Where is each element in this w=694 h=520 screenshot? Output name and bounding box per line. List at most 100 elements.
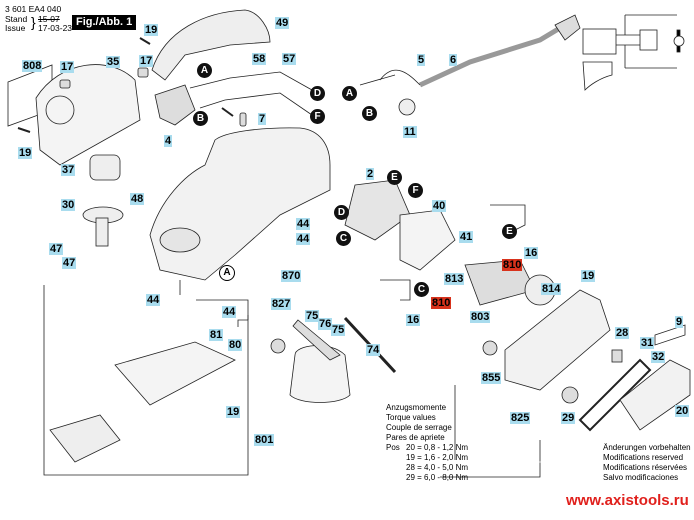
connector-D: D [310, 86, 325, 101]
modifications-notice: Änderungen vorbehalten Modifications res… [603, 443, 691, 483]
torque-row: 29 = 6,0 - 8,0 Nm [406, 473, 469, 482]
part-label-28[interactable]: 28 [615, 327, 630, 339]
part-label-49[interactable]: 49 [275, 17, 290, 29]
part-label-47[interactable]: 47 [62, 257, 77, 269]
part-label-44[interactable]: 44 [146, 294, 161, 306]
part-label-41[interactable]: 41 [459, 231, 474, 243]
part-label-80[interactable]: 80 [228, 339, 243, 351]
part-825-belt-housing [504, 289, 611, 391]
connector-C: C [414, 282, 429, 297]
torque-row: 28 = 4,0 - 5,0 Nm [406, 463, 469, 472]
part-label-16[interactable]: 16 [524, 247, 539, 259]
notice-es: Salvo modificaciones [603, 473, 679, 482]
part-label-16[interactable]: 16 [406, 314, 421, 326]
part-label-813[interactable]: 813 [444, 273, 465, 285]
part-35-housing-cover [35, 64, 141, 166]
part-32-belt-cover [619, 359, 691, 431]
part-40-fan-guide [399, 209, 456, 271]
connector-A: A [197, 63, 212, 78]
part-label-35[interactable]: 35 [106, 56, 121, 68]
part-label-31[interactable]: 31 [640, 337, 655, 349]
notice-de: Änderungen vorbehalten [603, 443, 691, 452]
notice-fr: Modifications réservées [603, 463, 688, 472]
part-label-81[interactable]: 81 [209, 329, 224, 341]
connector-A: A [219, 265, 235, 281]
website-link[interactable]: www.axistools.ru [566, 492, 689, 509]
part-number: 3 601 EA4 040 [5, 4, 62, 14]
part-label-57[interactable]: 57 [282, 53, 297, 65]
part-37-knob [89, 154, 121, 181]
part-label-48[interactable]: 48 [130, 193, 145, 205]
part-label-40[interactable]: 40 [432, 200, 447, 212]
part-label-44[interactable]: 44 [222, 306, 237, 318]
figure-badge: Fig./Abb. 1 [72, 15, 137, 30]
part-4-switch [154, 84, 196, 126]
part-label-827[interactable]: 827 [271, 298, 292, 310]
part-label-32[interactable]: 32 [651, 351, 666, 363]
part-870-blade-drum [289, 345, 351, 403]
part-label-803[interactable]: 803 [470, 311, 491, 323]
connector-E: E [502, 224, 517, 239]
part-label-76[interactable]: 76 [318, 318, 333, 330]
connector-B: B [193, 111, 208, 126]
part-801-base-plate [114, 341, 236, 406]
connector-F: F [310, 109, 325, 124]
part-label-808[interactable]: 808 [22, 60, 43, 72]
part-label-9[interactable]: 9 [675, 316, 684, 328]
connector-E: E [387, 170, 402, 185]
part-label-810-highlight[interactable]: 810 [502, 259, 523, 271]
part-17-bearing [59, 79, 71, 89]
part-label-801[interactable]: 801 [254, 434, 275, 446]
torque-title-es: Pares de apriete [386, 433, 445, 442]
torque-title-en: Torque values [386, 413, 436, 422]
connector-F: F [408, 183, 423, 198]
part-label-7[interactable]: 7 [258, 113, 267, 125]
torque-values-table: Anzugsmomente Torque values Couple de se… [386, 403, 468, 483]
connector-A: A [342, 86, 357, 101]
part-label-17[interactable]: 17 [60, 61, 75, 73]
part-label-810-highlight[interactable]: 810 [431, 297, 452, 309]
part-label-19[interactable]: 19 [18, 147, 33, 159]
main-housing [149, 127, 331, 281]
torque-row: 19 = 1,6 - 2,0 Nm [406, 453, 469, 462]
part-label-825[interactable]: 825 [510, 412, 531, 424]
part-label-814[interactable]: 814 [541, 283, 562, 295]
connector-C: C [336, 231, 351, 246]
part-label-58[interactable]: 58 [252, 53, 267, 65]
part-11-grommet [398, 98, 416, 116]
part-label-2[interactable]: 2 [366, 168, 375, 180]
part-label-19[interactable]: 19 [226, 406, 241, 418]
part-803-armature [464, 259, 536, 306]
torque-title-fr: Couple de serrage [386, 423, 452, 432]
part-label-870[interactable]: 870 [281, 270, 302, 282]
part-label-74[interactable]: 74 [366, 344, 381, 356]
part-label-855[interactable]: 855 [481, 372, 502, 384]
part-label-44[interactable]: 44 [296, 218, 311, 230]
part-label-30[interactable]: 30 [61, 199, 76, 211]
part-label-47[interactable]: 47 [49, 243, 64, 255]
part-label-75[interactable]: 75 [331, 324, 346, 336]
notice-en: Modifications reserved [603, 453, 684, 462]
part-label-20[interactable]: 20 [675, 405, 690, 417]
part-58-wire [229, 71, 313, 91]
part-label-4[interactable]: 4 [164, 135, 173, 147]
part-label-29[interactable]: 29 [561, 412, 576, 424]
part-label-6[interactable]: 6 [449, 54, 458, 66]
part-label-44[interactable]: 44 [296, 233, 311, 245]
issue-label: Issue [5, 23, 26, 33]
part-label-37[interactable]: 37 [61, 164, 76, 176]
part-6-cable [418, 19, 572, 88]
part-label-75[interactable]: 75 [305, 310, 320, 322]
part-label-5[interactable]: 5 [417, 54, 426, 66]
part-label-11[interactable]: 11 [403, 126, 417, 138]
stand-value: 15-07 [38, 14, 60, 24]
part-label-19[interactable]: 19 [144, 24, 159, 36]
part-31-drive-belt [578, 358, 652, 432]
connector-D: D [334, 205, 349, 220]
part-label-17[interactable]: 17 [139, 55, 154, 67]
part-label-19[interactable]: 19 [581, 270, 596, 282]
brace: } [31, 14, 36, 30]
torque-title-de: Anzugsmomente [386, 403, 447, 412]
